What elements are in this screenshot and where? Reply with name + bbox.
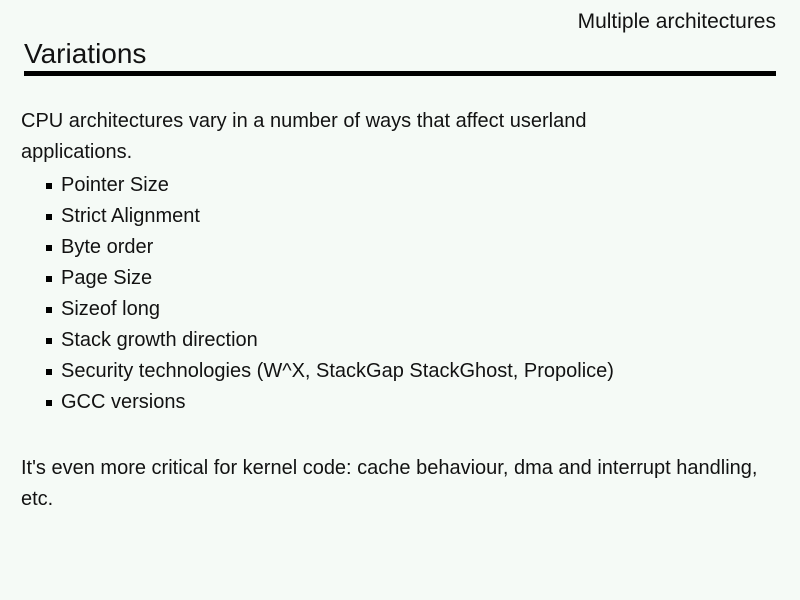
bullet-square-icon (46, 400, 52, 406)
bullet-square-icon (46, 276, 52, 282)
list-item: Page Size (46, 263, 614, 294)
list-item: Strict Alignment (46, 201, 614, 232)
bullet-square-icon (46, 338, 52, 344)
bullet-text: Byte order (61, 236, 154, 258)
list-item: Pointer Size (46, 170, 614, 201)
closing-paragraph: It's even more critical for kernel code:… (21, 457, 758, 510)
bullet-square-icon (46, 214, 52, 220)
bullet-text: Stack growth direction (61, 329, 258, 351)
list-item: GCC versions (46, 387, 614, 418)
bullet-square-icon (46, 369, 52, 375)
bullet-text: Strict Alignment (61, 205, 200, 227)
bullet-text: Sizeof long (61, 298, 160, 320)
bullet-square-icon (46, 307, 52, 313)
title-divider (24, 71, 776, 76)
list-item: Stack growth direction (46, 325, 614, 356)
slide-header-note: Multiple architectures (577, 10, 776, 33)
list-item: Byte order (46, 232, 614, 263)
bullet-square-icon (46, 183, 52, 189)
bullet-square-icon (46, 245, 52, 251)
bullet-text: Security technologies (W^X, StackGap Sta… (61, 360, 614, 382)
page-title: Variations (24, 38, 147, 69)
bullet-text: Pointer Size (61, 174, 169, 196)
bullet-list: Pointer Size Strict Alignment Byte order… (46, 170, 614, 418)
list-item: Sizeof long (46, 294, 614, 325)
intro-paragraph: CPU architectures vary in a number of wa… (21, 110, 587, 163)
bullet-text: Page Size (61, 267, 153, 289)
list-item: Security technologies (W^X, StackGap Sta… (46, 356, 614, 387)
bullet-text: GCC versions (61, 391, 186, 413)
